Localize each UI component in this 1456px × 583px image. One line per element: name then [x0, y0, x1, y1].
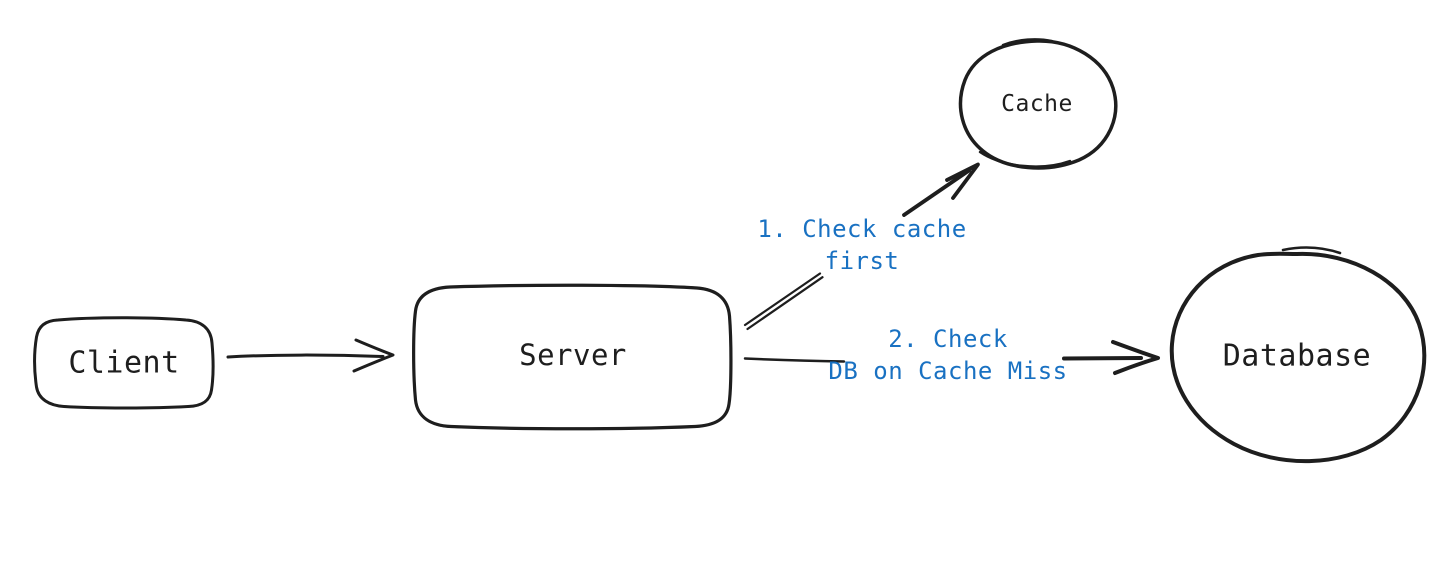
client-node-label: Client — [68, 345, 180, 381]
cache-node-label: Cache — [1001, 91, 1073, 117]
database-circle-shape — [1169, 246, 1427, 464]
client-box-shape — [33, 316, 215, 410]
server-node-label: Server — [519, 338, 627, 372]
edge-label-check-cache-first: 1. Check cache first — [757, 213, 966, 277]
database-node-label: Database — [1222, 338, 1372, 374]
edge-label-check-cache-line2: first — [824, 247, 900, 275]
edge-label-check-cache-line1: 1. Check cache — [757, 215, 967, 243]
arrow-server-to-database — [743, 340, 1160, 375]
arrow-client-to-server — [226, 338, 395, 373]
server-box-shape — [412, 283, 733, 431]
edge-label-check-db-line1: 2. Check — [888, 325, 1008, 353]
cache-circle-shape — [958, 38, 1118, 170]
arrow-server-to-cache — [743, 162, 980, 331]
edge-label-check-db-on-miss: 2. Check DB on Cache Miss — [828, 323, 1067, 387]
edge-label-check-db-line2: DB on Cache Miss — [828, 357, 1068, 385]
